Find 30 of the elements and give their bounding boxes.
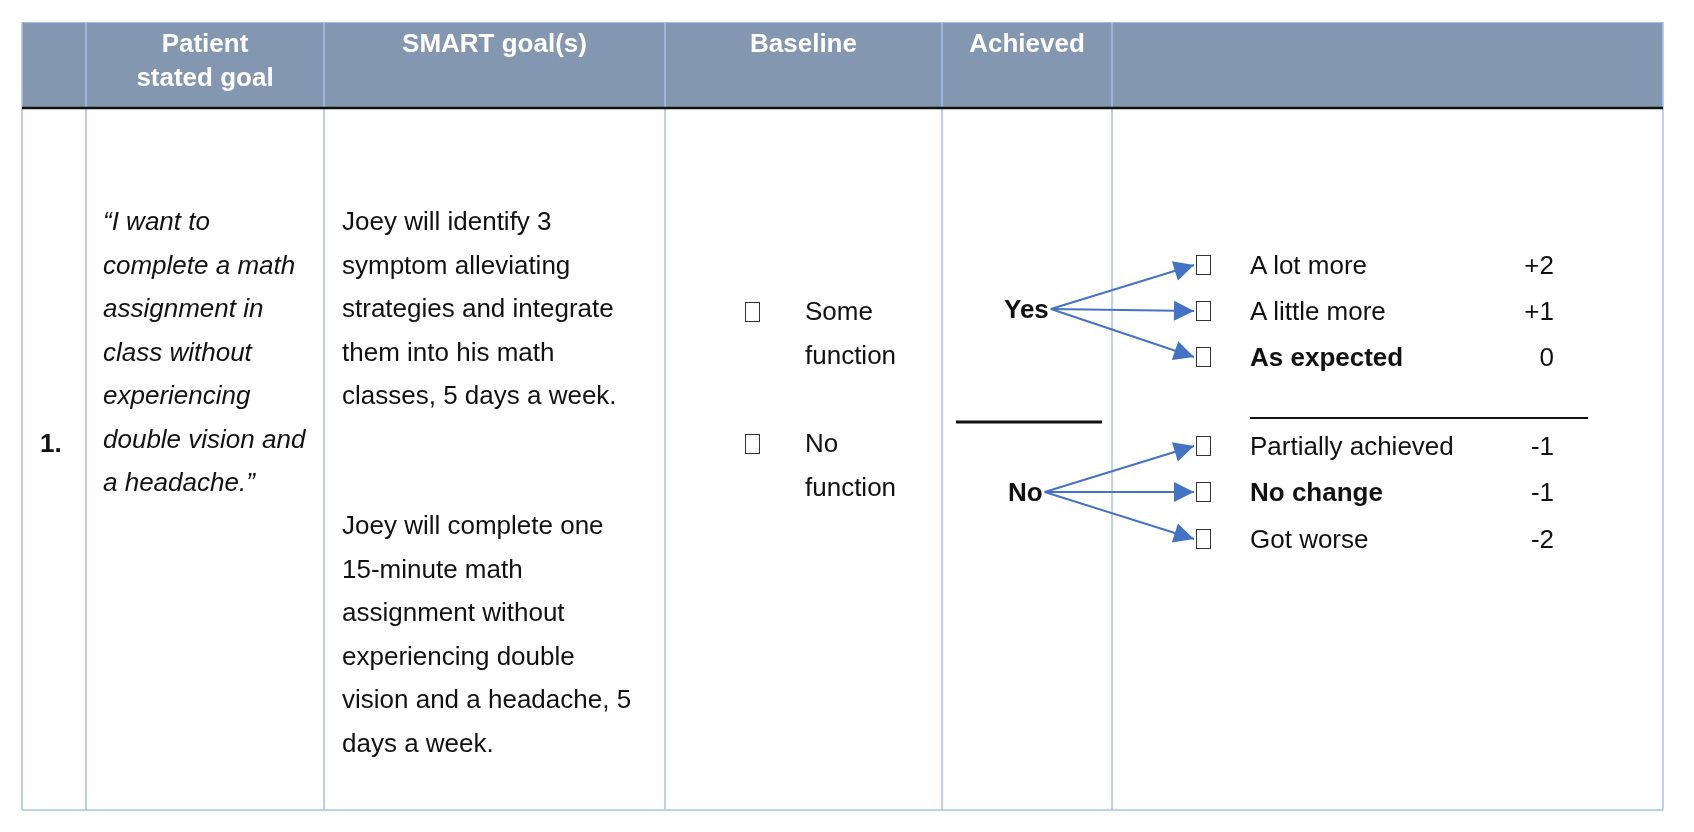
column-header: Patient stated goal: [135, 27, 275, 94]
score-value: +2: [1524, 249, 1554, 281]
arrow: [1043, 482, 1195, 502]
column-header: Baseline: [749, 27, 858, 60]
arrow: [1043, 491, 1195, 543]
goal-quote: “I want to complete a math assignment in class without experiencing double vision and a headache.”: [103, 205, 307, 499]
baseline-option: Some function: [805, 290, 927, 377]
score-value: -1: [1530, 476, 1554, 508]
option-label: A lot more: [1250, 249, 1368, 281]
smart-goal-text: Joey will identify 3 symptom alleviating strategies and integrate them into his math classes, 5 days a week.: [342, 205, 618, 412]
arrow: [1049, 261, 1195, 310]
answer-label: Yes: [1004, 293, 1049, 325]
row-number: 1.: [40, 427, 62, 460]
column-header: SMART goal(s): [401, 27, 588, 60]
score-value: -2: [1530, 523, 1554, 555]
option-label: Got worse: [1250, 523, 1369, 555]
smart-goal-text: Joey will complete one 15-minute math assignment without experiencing double vision and a headache, 5 days a week.: [342, 509, 633, 760]
option-label: A little more: [1250, 295, 1386, 327]
option-label: No change: [1250, 476, 1383, 508]
baseline-option: No function: [805, 422, 927, 509]
arrow: [1043, 442, 1195, 493]
answer-label: No: [1008, 476, 1043, 508]
arrow: [1049, 308, 1195, 361]
column-header: Achieved: [968, 27, 1086, 60]
score-value: -1: [1530, 430, 1554, 462]
option-label: As expected: [1250, 341, 1404, 373]
arrow: [1049, 300, 1195, 321]
option-label: Partially achieved: [1250, 430, 1454, 462]
score-value: +1: [1524, 295, 1554, 327]
score-value: 0: [1539, 341, 1554, 373]
